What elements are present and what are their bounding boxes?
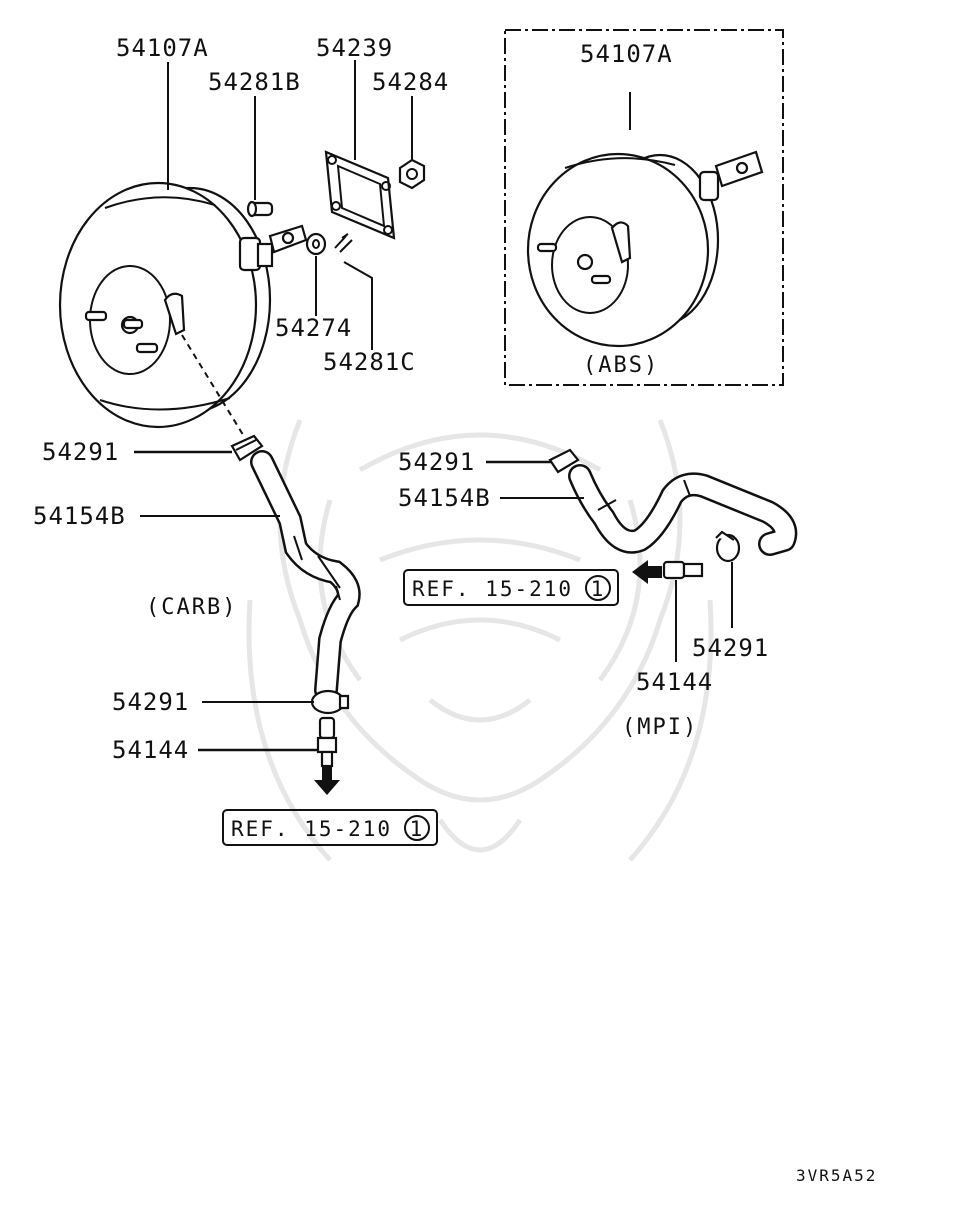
brake-booster-main[interactable] (58, 181, 308, 429)
mpi-clamp-upper-part[interactable] (548, 448, 580, 474)
label-carb-clamp-upper: 54291 (42, 438, 119, 466)
label-mpi-hose: 54154B (398, 484, 491, 512)
carb-reference-box[interactable]: REF. 15-210 1 (222, 809, 438, 846)
gasket-plate[interactable] (324, 150, 396, 240)
pin-part[interactable] (246, 200, 274, 218)
washer-part[interactable] (305, 232, 327, 256)
carb-fitting-part[interactable] (316, 716, 338, 768)
mpi-fitting-part[interactable] (662, 560, 704, 580)
carb-clamp-upper-part[interactable] (230, 434, 264, 462)
stud-icon (84, 310, 108, 322)
abs-variant-box (504, 29, 784, 386)
mpi-clamp-lower-part[interactable] (715, 530, 741, 563)
label-mpi-fitting: 54144 (636, 668, 713, 696)
brake-booster-abs[interactable] (526, 92, 764, 348)
leader-lines-carb (134, 450, 318, 752)
arrow-down-icon (314, 766, 340, 795)
leader-lines-top (167, 60, 413, 439)
label-pin: 54281B (208, 68, 301, 96)
mpi-reference-text: REF. 15-210 (412, 577, 573, 601)
circle-number-icon (404, 815, 430, 841)
label-carb-hose: 54154B (33, 502, 126, 530)
carb-reference-number: 1 (410, 817, 425, 841)
clip-part[interactable] (334, 233, 353, 253)
label-gasket: 54239 (316, 34, 393, 62)
carb-clamp-lower-part[interactable] (310, 689, 350, 715)
watermark-emblem (246, 419, 714, 862)
caption-abs: (ABS) (583, 353, 659, 378)
label-booster-main: 54107A (116, 34, 209, 62)
carb-hose-part[interactable] (250, 450, 361, 702)
label-carb-fitting: 54144 (112, 736, 189, 764)
label-booster-abs: 54107A (580, 40, 673, 68)
leader-lines-mpi (486, 460, 733, 662)
circle-number-icon (585, 575, 611, 601)
label-mpi-clamp-upper: 54291 (398, 448, 475, 476)
label-clip: 54281C (323, 348, 416, 376)
label-mpi-clamp-lower: 54291 (692, 634, 769, 662)
mpi-reference-box[interactable]: REF. 15-210 1 (403, 569, 619, 606)
mpi-hose-part[interactable] (568, 464, 798, 556)
arrow-left-icon (632, 560, 662, 584)
mpi-reference-number: 1 (591, 577, 606, 601)
caption-carb: (CARB) (146, 595, 237, 620)
diagram-code: 3VR5A52 (796, 1166, 877, 1185)
label-nut: 54284 (372, 68, 449, 96)
label-washer: 54274 (275, 314, 352, 342)
stud-icon (135, 342, 159, 354)
label-carb-clamp-lower: 54291 (112, 688, 189, 716)
caption-mpi: (MPI) (622, 715, 698, 740)
nut-part[interactable] (398, 158, 426, 190)
carb-reference-text: REF. 15-210 (231, 817, 392, 841)
